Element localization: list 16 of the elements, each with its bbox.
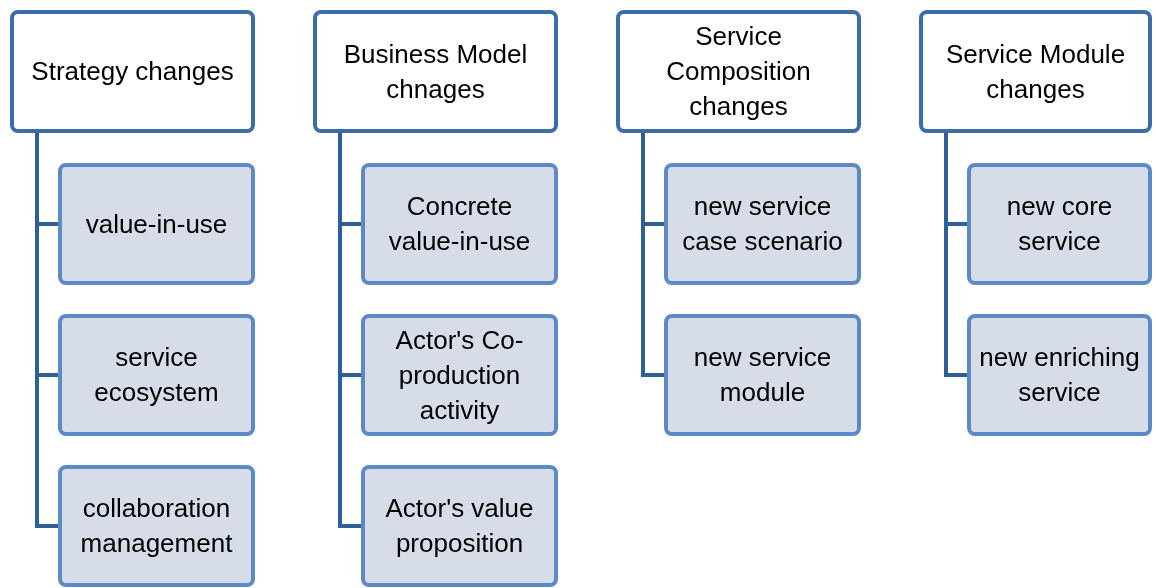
item-box: collaboration management [58,465,255,587]
category-box: Service Module changes [919,10,1152,133]
item-box: new service module [664,314,861,436]
item-box: new core service [967,163,1152,285]
item-box: Actor's Co-production activity [361,314,558,436]
category-box: Business Model chnages [313,10,558,133]
item-box: new service case scenario [664,163,861,285]
category-box: Strategy changes [10,10,255,133]
item-box: service ecosystem [58,314,255,436]
category-box: Service Composition changes [616,10,861,133]
item-box: new enriching service [967,314,1152,436]
connector-line [338,133,361,528]
connector-line [35,133,58,528]
item-box: Actor's value proposition [361,465,558,587]
item-box: Concrete value-in-use [361,163,558,285]
item-box: value-in-use [58,163,255,285]
